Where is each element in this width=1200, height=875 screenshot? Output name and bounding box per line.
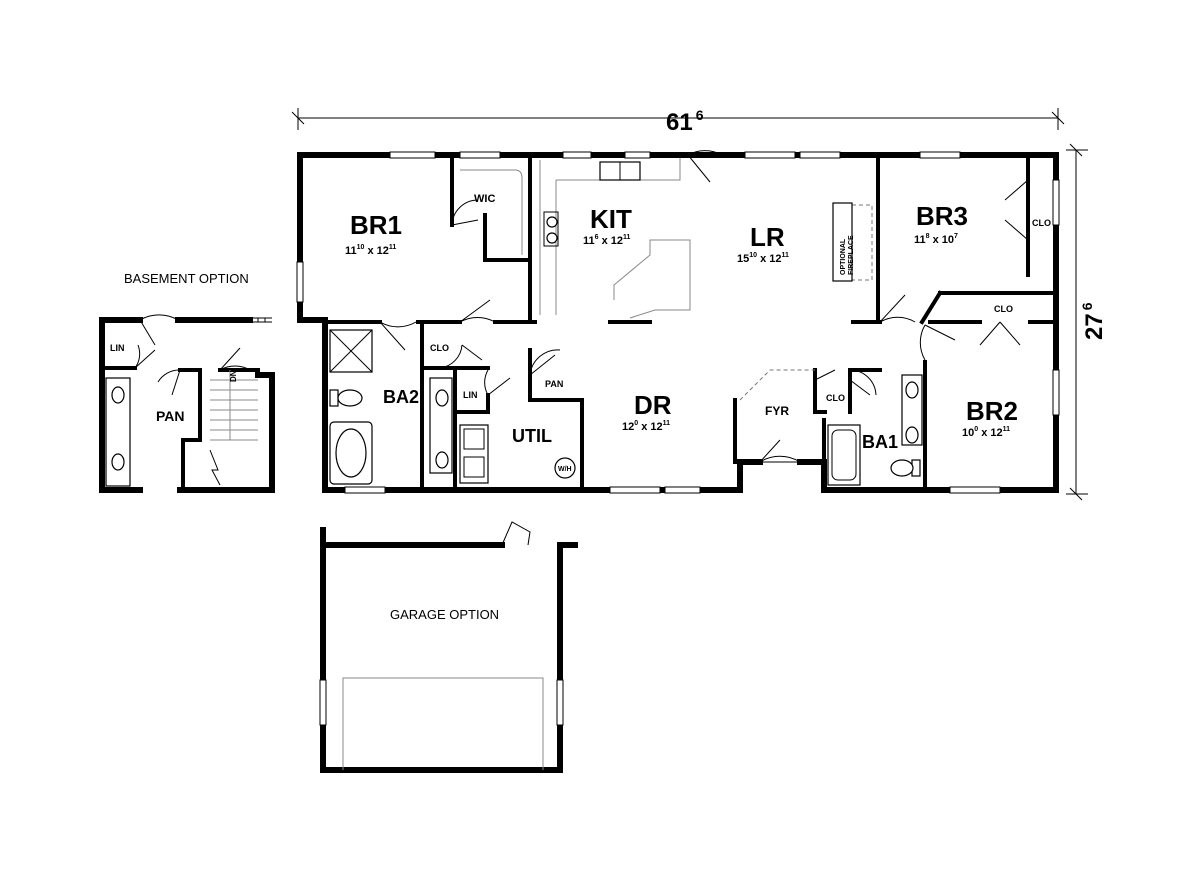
room-kit: KIT 116 x 1211: [583, 204, 632, 247]
label-clo-br2: CLO: [994, 304, 1013, 314]
label-util: UTIL: [512, 426, 552, 446]
overall-depth-label: 276: [1079, 302, 1108, 340]
toilet-icon: [337, 389, 363, 407]
room-br1-name: BR1: [350, 210, 402, 240]
basement-lin-label: LIN: [110, 343, 125, 353]
label-clo-ba2: CLO: [430, 343, 449, 353]
basement-dn-label: DN: [229, 370, 238, 382]
basement-option: BASEMENT OPTION LIN PAN DN: [99, 271, 275, 493]
room-dr: DR 120 x 1211: [622, 390, 672, 433]
overall-depth-dimension: 276: [1066, 143, 1108, 501]
washer-icon: [459, 424, 489, 484]
room-kit-dims: 116 x 1211: [583, 234, 631, 247]
label-fireplace-line1: OPTIONAL: [840, 238, 847, 275]
label-pan-util: PAN: [545, 379, 563, 389]
label-ba1: BA1: [862, 432, 898, 452]
room-lr-name: LR: [750, 222, 785, 252]
room-br2-name: BR2: [966, 396, 1018, 426]
room-br3-name: BR3: [916, 201, 968, 231]
room-br3: BR3 118 x 107: [914, 201, 968, 246]
label-clo-fyr: CLO: [826, 393, 845, 403]
label-wic: WIC: [474, 193, 495, 205]
label-wh: W/H: [558, 466, 572, 473]
label-ba2: BA2: [383, 387, 419, 407]
door-swings: [379, 150, 1029, 463]
label-lin-util: LIN: [463, 390, 478, 400]
room-dr-dims: 120 x 1211: [622, 420, 670, 433]
water-heater-icon: [554, 457, 576, 479]
label-fyr: FYR: [765, 404, 789, 418]
garage-title: GARAGE OPTION: [390, 607, 499, 622]
basement-pan-label: PAN: [156, 408, 185, 424]
room-br2-dims: 100 x 1211: [962, 426, 1010, 439]
label-fireplace-line2: FIREPLACE: [848, 235, 855, 275]
room-lr: LR 1510 x 1211: [737, 222, 789, 265]
garage-option: GARAGE OPTION: [319, 521, 578, 773]
room-br1-dims: 1110 x 1211: [345, 244, 396, 257]
fixtures: [329, 158, 923, 486]
room-br2: BR2 100 x 1211: [962, 396, 1018, 439]
basement-title: BASEMENT OPTION: [124, 271, 249, 286]
label-clo-br3: CLO: [1032, 218, 1051, 228]
ba1-tub-icon: [827, 424, 861, 486]
windows: [296, 151, 1060, 494]
room-br3-dims: 118 x 107: [914, 233, 958, 246]
room-kit-name: KIT: [590, 204, 632, 234]
room-br1: BR1 1110 x 1211: [345, 210, 402, 257]
room-lr-dims: 1510 x 1211: [737, 252, 789, 265]
room-dr-name: DR: [634, 390, 672, 420]
interior-walls: [323, 156, 1058, 492]
